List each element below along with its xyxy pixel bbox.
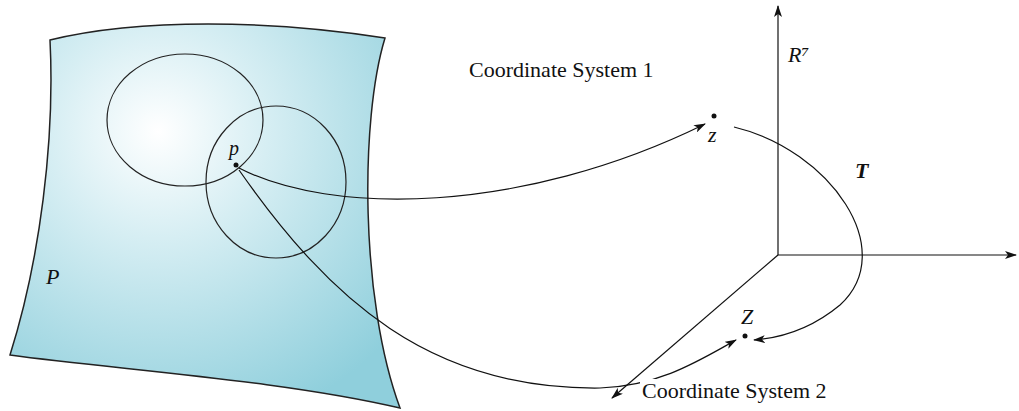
- point-label: z: [708, 124, 717, 146]
- chart-domain: [206, 106, 346, 258]
- system-label: Coordinate System 1: [467, 58, 656, 82]
- axis: [778, 254, 1016, 255]
- point-label: Z: [741, 306, 753, 328]
- manifold-surface: [10, 24, 400, 408]
- chart-domain: [107, 54, 263, 186]
- transition-arrow: [734, 127, 862, 340]
- point: [712, 114, 717, 119]
- axis: [612, 255, 778, 398]
- space-label: R⁷: [788, 44, 809, 66]
- system-label: Coordinate System 2: [640, 379, 829, 403]
- map-arrow: [239, 124, 705, 199]
- axis: [777, 6, 778, 255]
- point-label: p: [229, 138, 239, 158]
- point: [743, 334, 748, 339]
- manifold-label: P: [46, 266, 59, 288]
- map-arrow: [239, 170, 736, 388]
- point: [234, 163, 239, 168]
- map-label: T: [855, 160, 868, 182]
